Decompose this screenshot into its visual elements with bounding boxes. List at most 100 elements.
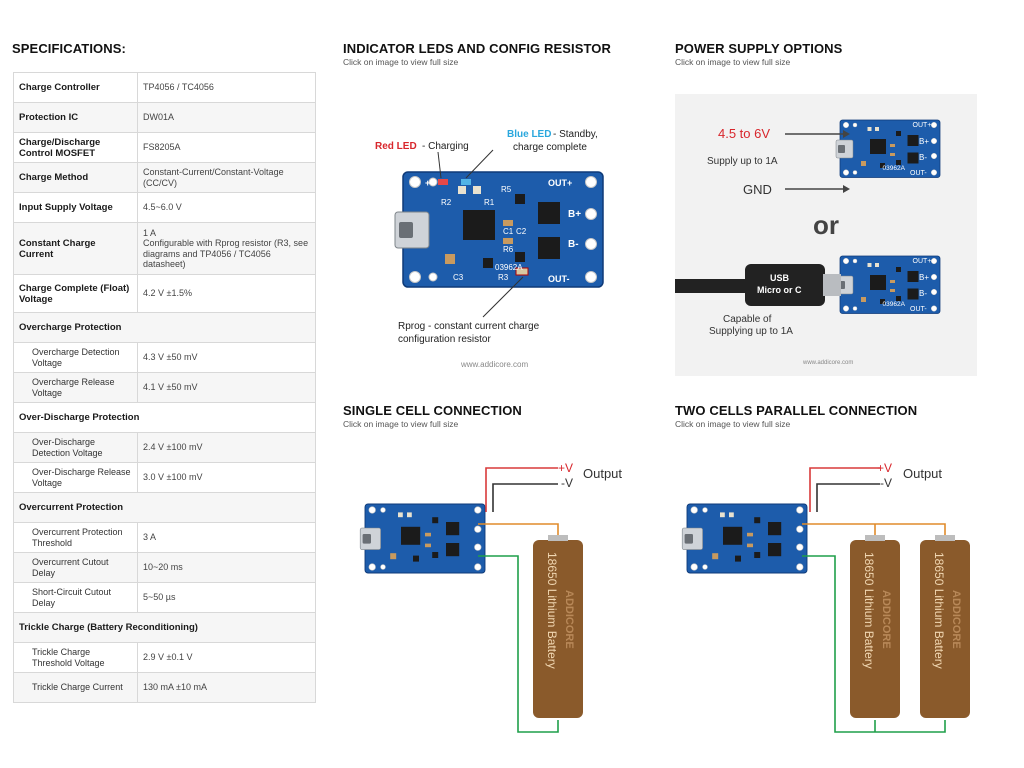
board-b-minus-label: B- — [568, 239, 579, 250]
board-b-plus-label: B+ — [568, 209, 581, 220]
blue-led-desc-2: charge complete — [513, 142, 587, 153]
red-led-desc: - Charging — [422, 141, 469, 152]
single-plus-label: +V — [558, 461, 573, 475]
usb-label-1: USB — [770, 273, 790, 283]
single-bplus-wire — [478, 523, 559, 538]
board-code-label: 03962A — [495, 263, 523, 272]
spec-label: Protection IC — [13, 102, 138, 133]
single-battery-brand: ADDICORE — [563, 590, 575, 649]
parallel-click-hint[interactable]: Click on image to view full size — [675, 419, 791, 429]
board-out-plus-label: OUT+ — [548, 178, 572, 188]
board-r5-label: R5 — [501, 185, 512, 194]
capable-label-1: Capable of — [723, 314, 772, 325]
power-click-hint[interactable]: Click on image to view full size — [675, 57, 791, 67]
spec-label: Charge Method — [13, 162, 138, 193]
usb-cable — [675, 279, 755, 293]
spec-sub-label: Over-Discharge Detection Voltage — [13, 432, 138, 463]
parallel-battery-2-cap — [935, 535, 955, 541]
parallel-output-minus-wire — [816, 483, 880, 512]
spec-sub-value: 2.4 V ±100 mV — [137, 432, 316, 463]
vin-label: 4.5 to 6V — [718, 126, 770, 141]
bottom-board-b-plus: B+ — [919, 273, 929, 282]
spec-value-text: TP4056 / TC4056 — [143, 82, 214, 93]
single-output-plus-wire — [485, 467, 558, 512]
single-figure[interactable]: 18650 Lithium Battery ADDICORE +V -V Out… — [343, 440, 653, 750]
spec-group-title: Trickle Charge (Battery Reconditioning) — [13, 612, 316, 643]
spec-value-text: FS8205A — [143, 142, 181, 153]
spec-label: Constant Charge Current — [13, 222, 138, 275]
top-board-b-minus: B- — [919, 153, 927, 162]
single-battery-label: 18650 Lithium Battery — [545, 552, 559, 669]
spec-row: Over-Discharge Protection — [13, 402, 316, 433]
single-output-minus-wire — [492, 483, 558, 512]
board-c3-label: C3 — [453, 273, 464, 282]
spec-row: Charge/Discharge Control MOSFET FS8205A — [13, 132, 316, 163]
single-figure-svg: 18650 Lithium Battery ADDICORE +V -V Out… — [359, 461, 622, 733]
usb-plug — [745, 264, 825, 306]
spec-value: 4.5~6.0 V — [137, 192, 316, 223]
spec-value-text: 1 A — [143, 227, 157, 238]
leds-click-hint[interactable]: Click on image to view full size — [343, 57, 459, 67]
spec-value-note: Configurable with Rprog resistor (R3, se… — [143, 238, 309, 269]
parallel-title: TWO CELLS PARALLEL CONNECTION — [675, 403, 918, 418]
power-figure[interactable]: OUT+ B+ B- OUT- 03962A OUT+ B+ B- OUT- 0… — [675, 94, 977, 376]
spec-value: Constant-Current/Constant-Voltage (CC/CV… — [137, 162, 316, 193]
spec-value: FS8205A — [137, 132, 316, 163]
power-watermark: www.addicore.com — [802, 360, 853, 366]
blue-led-label: Blue LED — [507, 129, 551, 140]
leds-figure[interactable]: + R2 R1 R5 C1 C2 R6 C3 R3 03962A OUT+ B+… — [343, 72, 643, 392]
spec-value-text: Constant-Current/Constant-Voltage (CC/CV… — [143, 167, 284, 188]
parallel-minus-label: -V — [880, 476, 892, 490]
spec-sub-label: Short-Circuit Cutout Delay — [13, 582, 138, 613]
parallel-battery-1 — [850, 540, 900, 718]
usb-tip — [823, 274, 841, 296]
board-plus-label: + — [425, 178, 430, 188]
spec-sub-value: 3.0 V ±100 mV — [137, 462, 316, 493]
blue-led-pointer — [465, 149, 494, 179]
parallel-battery-2 — [920, 540, 970, 718]
spec-row: Overcurrent Protection — [13, 492, 316, 523]
leds-watermark: www.addicore.com — [460, 360, 528, 369]
parallel-figure[interactable]: 18650 Lithium Battery ADDICORE 18650 Lit… — [675, 440, 985, 750]
spec-row: Overcharge Protection — [13, 312, 316, 343]
spec-value: TP4056 / TC4056 — [137, 72, 316, 103]
board-c2-label: C2 — [516, 227, 527, 236]
board-c1-label: C1 — [503, 227, 514, 236]
board-r1-label: R1 — [484, 198, 495, 207]
single-bminus-wire — [478, 555, 559, 733]
top-board-b-plus: B+ — [919, 137, 929, 146]
parallel-output-label: Output — [903, 466, 942, 481]
board-r3-label: R3 — [498, 273, 509, 282]
parallel-figure-svg: 18650 Lithium Battery ADDICORE 18650 Lit… — [681, 461, 970, 733]
parallel-plus-label: +V — [877, 461, 892, 475]
spec-sub-value: 4.3 V ±50 mV — [137, 342, 316, 373]
single-click-hint[interactable]: Click on image to view full size — [343, 419, 459, 429]
red-led-label: Red LED — [375, 141, 417, 152]
spec-row: Trickle Charge (Battery Reconditioning) — [13, 612, 316, 643]
red-led — [438, 179, 448, 185]
spec-sub-label: Overcurrent Cutout Delay — [13, 552, 138, 583]
bottom-board-out-minus: OUT- — [910, 306, 927, 313]
leds-figure-svg: + R2 R1 R5 C1 C2 R6 C3 R3 03962A OUT+ B+… — [343, 72, 643, 392]
spec-label: Charge/Discharge Control MOSFET — [13, 132, 138, 163]
parallel-output-plus-wire — [809, 467, 880, 512]
spec-sub-value: 10~20 ms — [137, 552, 316, 583]
spec-sub-label: Trickle Charge Current — [13, 672, 138, 703]
spec-sub-label: Trickle Charge Threshold Voltage — [13, 642, 138, 673]
rprog-label-1: Rprog - constant current charge — [398, 321, 540, 332]
supply-label: Supply up to 1A — [707, 156, 778, 167]
spec-sub-label: Overcharge Detection Voltage — [13, 342, 138, 373]
single-output-label: Output — [583, 466, 622, 481]
power-title: POWER SUPPLY OPTIONS — [675, 41, 843, 56]
spec-value-text: 4.5~6.0 V — [143, 202, 182, 213]
bottom-board-out-plus: OUT+ — [913, 258, 932, 265]
bottom-board-code: 03962A — [883, 301, 906, 308]
spec-group-title: Over-Discharge Protection — [13, 402, 316, 433]
